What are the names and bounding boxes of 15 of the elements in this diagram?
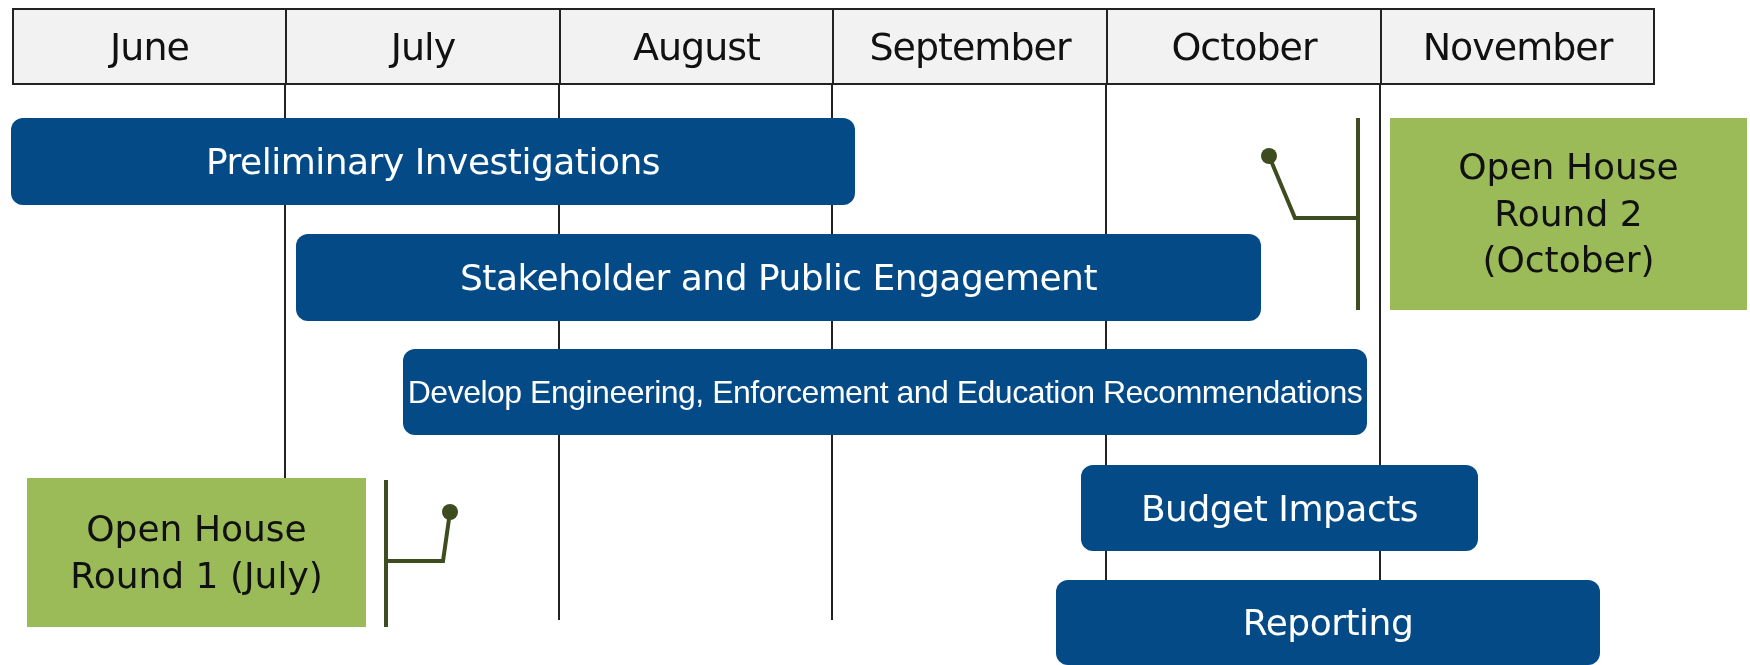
month-header: June	[12, 8, 287, 85]
month-header: July	[285, 8, 561, 85]
task-bar: Develop Engineering, Enforcement and Education Recommendations	[403, 349, 1367, 435]
month-header: August	[559, 8, 834, 85]
month-header: October	[1106, 8, 1382, 85]
month-header: September	[832, 8, 1108, 85]
task-bar: Reporting	[1056, 580, 1600, 665]
flag-marker	[1261, 116, 1360, 312]
month-header: November	[1380, 8, 1655, 85]
flag-marker	[384, 478, 458, 629]
task-bar: Budget Impacts	[1081, 465, 1478, 551]
milestone-box: Open House Round 2 (October)	[1390, 118, 1747, 310]
task-bar: Preliminary Investigations	[11, 118, 855, 205]
task-bar: Stakeholder and Public Engagement	[296, 234, 1261, 321]
milestone-box: Open House Round 1 (July)	[27, 478, 366, 627]
